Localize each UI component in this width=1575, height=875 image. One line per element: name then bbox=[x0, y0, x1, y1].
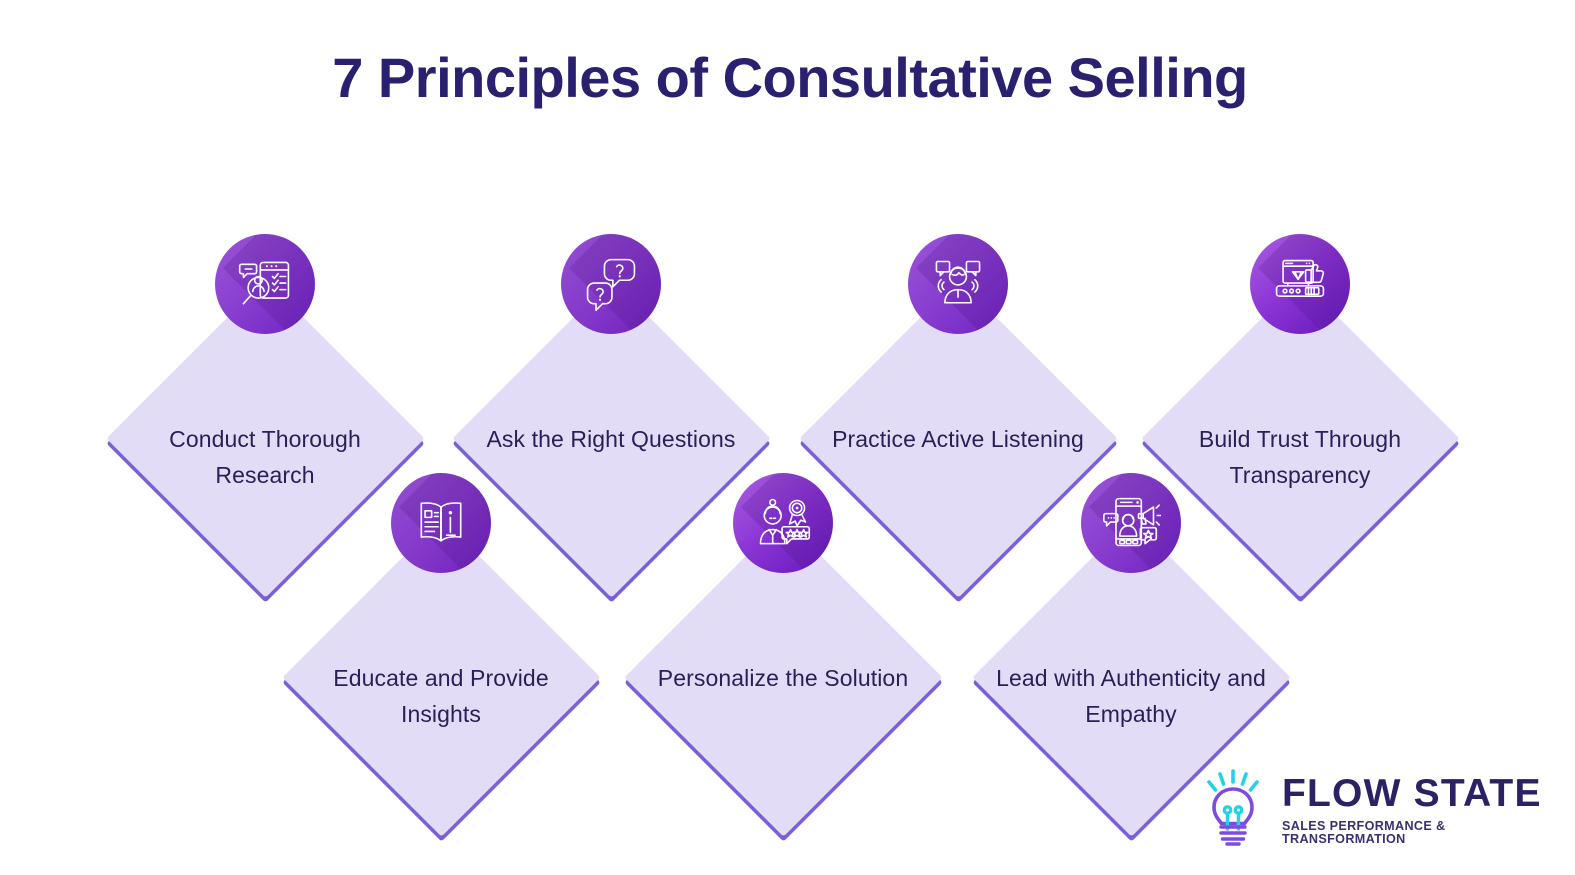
logo-text-group: FLOW STATE SALES PERFORMANCE & TRANSFORM… bbox=[1282, 774, 1566, 845]
principle-card-7[interactable]: Build Trust Through Transparency bbox=[1140, 234, 1460, 603]
person-award-star-rating-icon bbox=[733, 473, 833, 573]
principle-label: Practice Active Listening bbox=[832, 426, 1084, 452]
principle-label: Build Trust Through Transparency bbox=[1198, 426, 1402, 488]
principle-card-5[interactable]: Practice Active Listening bbox=[798, 234, 1118, 603]
principle-card-2[interactable]: Educate and Provide Insights bbox=[281, 473, 601, 842]
logo-wordmark: FLOW STATE bbox=[1282, 771, 1542, 815]
principle-card-3[interactable]: Ask the Right Questions bbox=[451, 234, 771, 603]
principle-label: Personalize the Solution bbox=[657, 665, 909, 691]
brand-logo: FLOW STATE SALES PERFORMANCE & TRANSFORM… bbox=[1196, 762, 1566, 857]
page-title: 7 Principles of Consultative Selling bbox=[332, 46, 1248, 109]
laptop-diamond-thumbs-up-icon bbox=[1250, 234, 1350, 334]
lightbulb-icon bbox=[1196, 767, 1270, 853]
principle-label: Educate and Provide Insights bbox=[333, 665, 549, 727]
question-speech-bubbles-icon bbox=[561, 234, 661, 334]
principle-label: Lead with Authenticity and Empathy bbox=[996, 665, 1266, 727]
logo-tagline: SALES PERFORMANCE & TRANSFORMATION bbox=[1282, 818, 1446, 846]
principle-card-1[interactable]: Conduct Thorough Research bbox=[105, 234, 425, 603]
research-magnifier-checklist-icon bbox=[215, 234, 315, 334]
mobile-megaphone-person-icon bbox=[1081, 473, 1181, 573]
principle-label: Ask the Right Questions bbox=[486, 426, 736, 452]
open-book-info-icon bbox=[391, 473, 491, 573]
person-listening-speech-bubbles-icon bbox=[908, 234, 1008, 334]
principle-label: Conduct Thorough Research bbox=[169, 426, 361, 488]
principle-card-4[interactable]: Personalize the Solution bbox=[623, 473, 943, 842]
principle-card-6[interactable]: Lead with Authenticity and Empathy bbox=[971, 473, 1291, 842]
